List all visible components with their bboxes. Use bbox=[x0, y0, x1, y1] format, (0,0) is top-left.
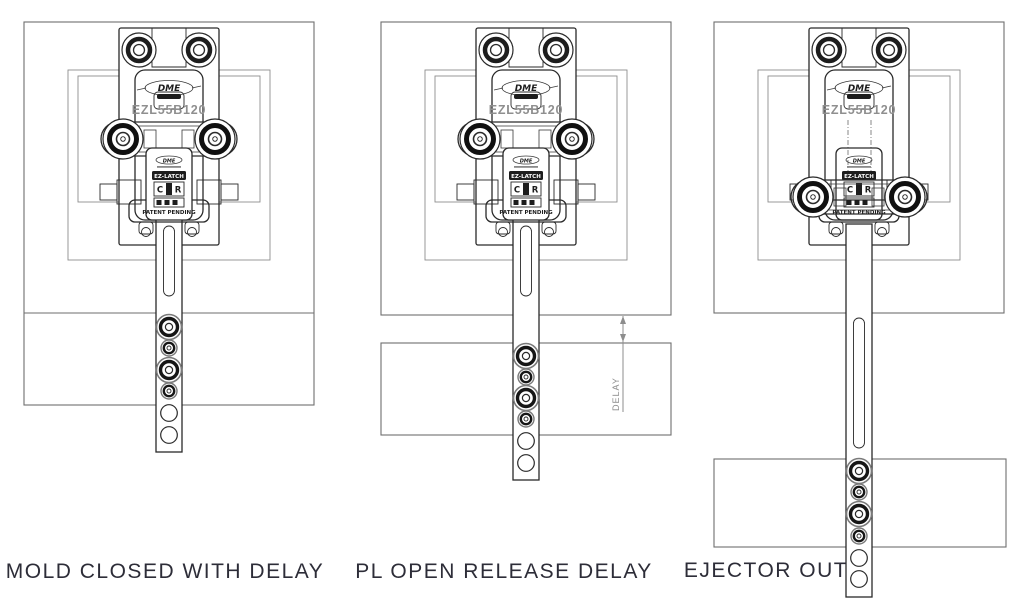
foot-tab bbox=[138, 221, 154, 235]
panel-caption-pl-open: PL OPEN RELEASE DELAY bbox=[355, 560, 653, 583]
dimension-arrow-down bbox=[620, 334, 626, 342]
bar-hole bbox=[160, 426, 178, 444]
cam-window bbox=[153, 181, 185, 197]
close-letter: C bbox=[847, 186, 853, 196]
mount-bolt-washer bbox=[872, 33, 906, 67]
bar-washer-hole bbox=[511, 341, 541, 371]
slider-bolt-washer bbox=[195, 119, 235, 159]
bar-washer-hole bbox=[849, 526, 869, 546]
bar-washer-hole bbox=[154, 355, 184, 385]
brand-logo-small-text: DME bbox=[853, 159, 866, 165]
panel-pl-open-release-delay: DME EZL55B120 bbox=[355, 21, 672, 583]
mount-bolt-washer bbox=[812, 33, 846, 67]
panel-mold-closed: DME EZL55B120 bbox=[6, 21, 325, 583]
bar-hole bbox=[517, 454, 535, 472]
dimension-arrow-up bbox=[620, 316, 626, 324]
latch-plunger bbox=[510, 91, 542, 110]
brand-logo-text: DME bbox=[848, 84, 871, 94]
ez-latch-badge bbox=[509, 171, 543, 180]
foot-tab bbox=[828, 221, 844, 235]
model-number: EZL55B120 bbox=[489, 103, 564, 117]
panel-ejector-out: DME EZL55B120 DME bbox=[684, 21, 1007, 598]
mount-bolt-washer bbox=[122, 33, 156, 67]
close-letter: C bbox=[157, 186, 163, 196]
release-letter: R bbox=[175, 186, 182, 196]
latch-plunger bbox=[153, 91, 185, 110]
bar-washer-hole bbox=[844, 499, 874, 529]
ez-latch-badge bbox=[842, 171, 876, 180]
slider-bolt-washer bbox=[885, 177, 925, 217]
ejector-bar bbox=[154, 215, 184, 453]
bar-hole bbox=[850, 549, 868, 567]
bar-hole bbox=[160, 404, 178, 422]
slider-bolt-washer bbox=[460, 119, 500, 159]
bar-washer-hole bbox=[154, 312, 184, 342]
dme-logo-small-oval bbox=[845, 155, 873, 165]
bar-washer-hole bbox=[511, 383, 541, 413]
latch-body: DME EZL55B120 bbox=[822, 69, 897, 221]
bar-washer-hole bbox=[844, 456, 874, 486]
brand-logo-small-text: DME bbox=[520, 159, 533, 165]
foot-tab bbox=[541, 221, 557, 235]
slider-bolt-washer bbox=[103, 119, 143, 159]
delay-dimension-label: DELAY bbox=[611, 377, 621, 411]
bar-washer-hole bbox=[849, 482, 869, 502]
mount-bolt-washer bbox=[479, 33, 513, 67]
bar-hole bbox=[850, 570, 868, 588]
bar-hole bbox=[517, 432, 535, 450]
mount-bolt-washer bbox=[182, 33, 216, 67]
brand-logo-small-text: DME bbox=[163, 159, 176, 165]
dme-logo-small-oval bbox=[512, 155, 540, 165]
latch-slider-bar-released bbox=[790, 177, 928, 217]
close-letter: C bbox=[514, 186, 520, 196]
patent-label: PATENT PENDING bbox=[142, 210, 196, 216]
release-letter: R bbox=[532, 186, 539, 196]
foot-tab bbox=[495, 221, 511, 235]
ejector-bar bbox=[844, 223, 874, 598]
foot-tab bbox=[874, 221, 890, 235]
model-number: EZL55B120 bbox=[132, 103, 207, 117]
ez-latch-badge bbox=[152, 171, 186, 180]
ez-latch-label: EZ-LATCH bbox=[511, 174, 541, 180]
release-mechanism: DME EZ-LATCH C R PATENT PENDING bbox=[99, 147, 239, 237]
ejector-bar bbox=[511, 215, 541, 481]
latch-plunger bbox=[843, 91, 875, 110]
brand-logo-text: DME bbox=[515, 84, 538, 94]
cam-window bbox=[510, 181, 542, 197]
bar-washer-hole bbox=[159, 381, 179, 401]
release-letter: R bbox=[865, 186, 872, 196]
bar-washer-hole bbox=[516, 409, 536, 429]
cam-window bbox=[843, 181, 875, 197]
bar-washer-hole bbox=[516, 367, 536, 387]
ez-latch-label: EZ-LATCH bbox=[154, 174, 184, 180]
bar-washer-hole bbox=[159, 338, 179, 358]
dme-logo-small-oval bbox=[155, 155, 183, 165]
patent-label: PATENT PENDING bbox=[832, 210, 886, 216]
slider-bolt-washer bbox=[552, 119, 592, 159]
mount-bolt-washer bbox=[539, 33, 573, 67]
slider-bolt-washer bbox=[793, 177, 833, 217]
release-mechanism: DME EZ-LATCH C R PATENT PENDING bbox=[456, 147, 596, 237]
ez-latch-label: EZ-LATCH bbox=[844, 174, 874, 180]
patent-label: PATENT PENDING bbox=[499, 210, 553, 216]
delay-dimension: DELAY bbox=[611, 316, 626, 412]
panel-caption-mold-closed: MOLD CLOSED WITH DELAY bbox=[6, 560, 325, 583]
model-number: EZL55B120 bbox=[822, 103, 897, 117]
panel-caption-ejector-out: EJECTOR OUT bbox=[684, 559, 848, 582]
brand-logo-text: DME bbox=[158, 84, 181, 94]
foot-tab bbox=[184, 221, 200, 235]
